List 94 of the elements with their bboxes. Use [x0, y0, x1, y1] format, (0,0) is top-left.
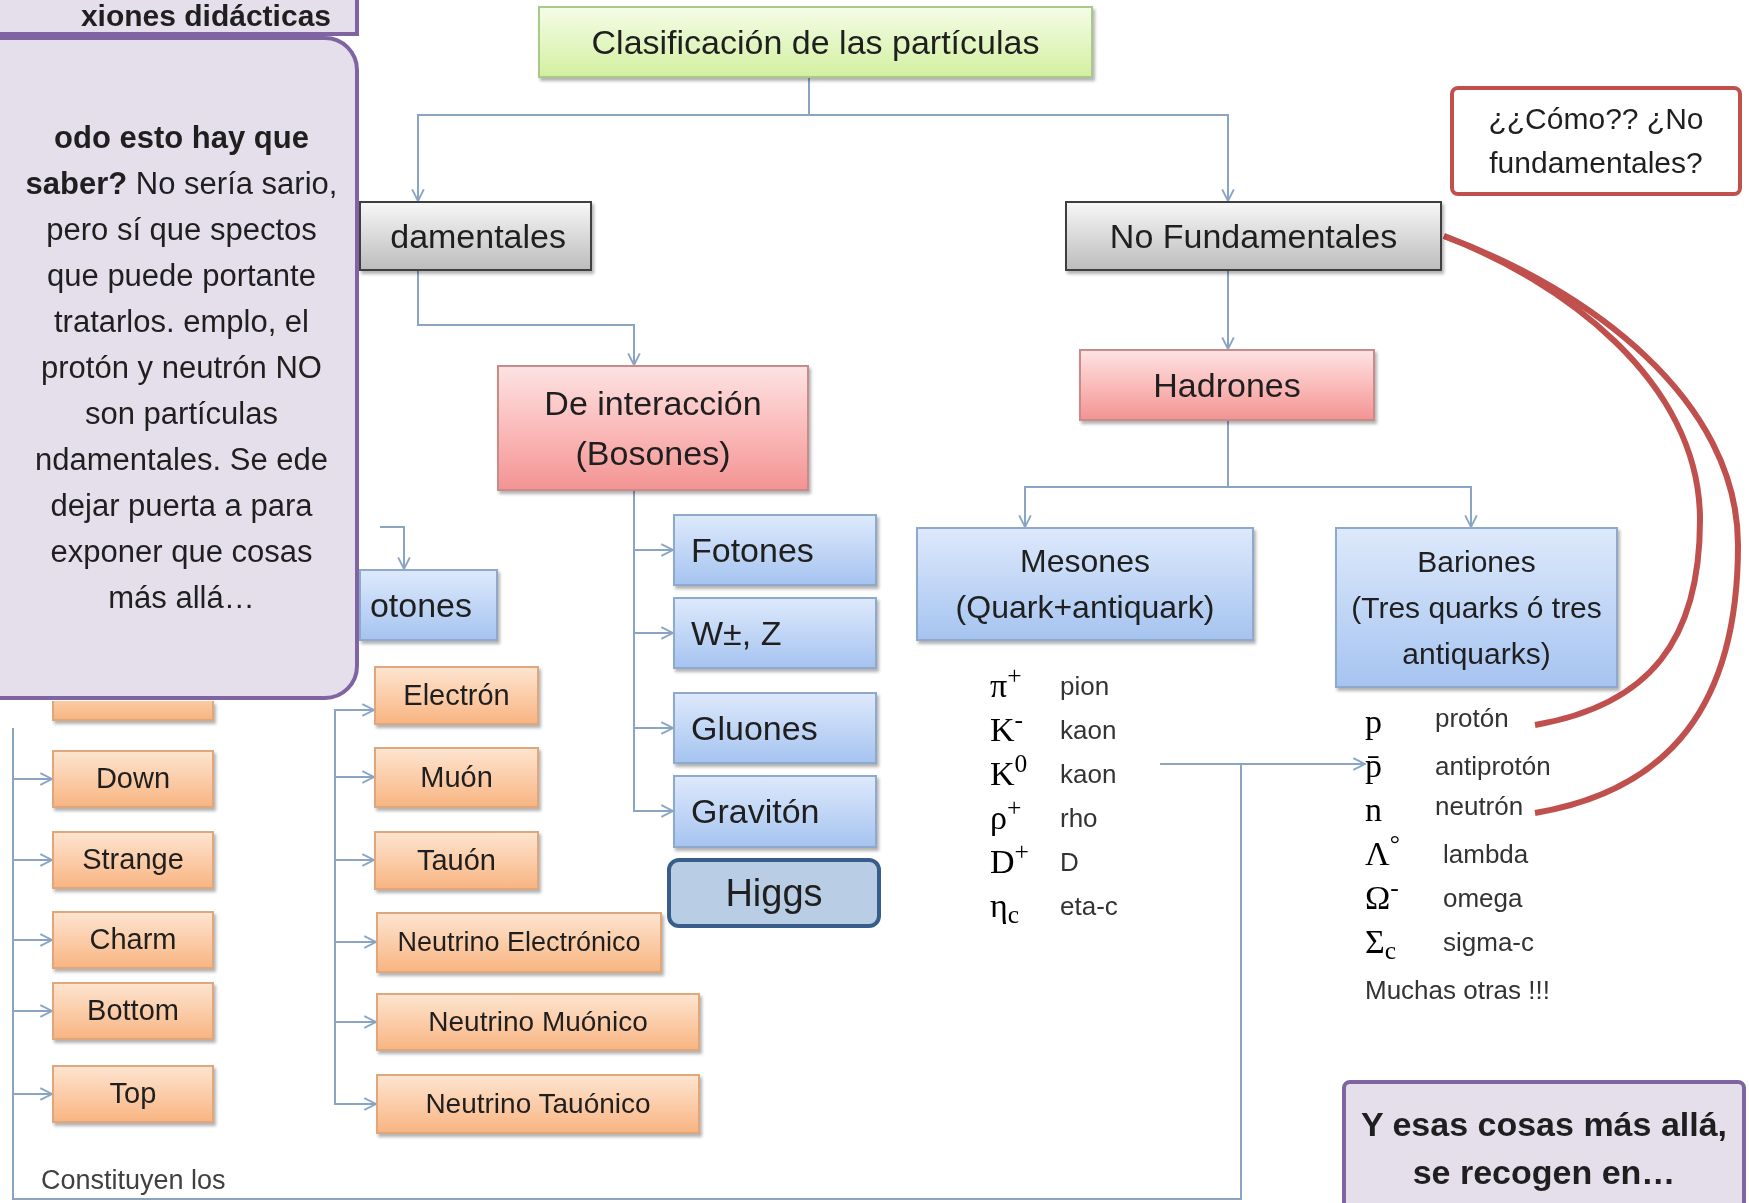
- box-label: (Quark+antiquark): [955, 588, 1215, 627]
- particle-box: [376, 993, 700, 1051]
- connector-arrow: [633, 490, 674, 818]
- callout-box: [1450, 86, 1742, 196]
- box-label: Hadrones: [1153, 364, 1301, 406]
- particle-name: pion: [1060, 673, 1110, 699]
- box-label: Gravitón: [691, 791, 820, 832]
- particle-name: eta-c: [1060, 893, 1118, 919]
- note-heading-box: [0, 0, 359, 36]
- box-label: Neutrino Muónico: [428, 1005, 648, 1039]
- box-label: Bariones: [1417, 543, 1536, 580]
- connector-arrow: [1227, 420, 1478, 528]
- connector-arrow: [417, 270, 641, 366]
- particle-box: [52, 831, 214, 889]
- particle-box: [52, 1065, 214, 1123]
- particle-name: antiprotón: [1435, 753, 1551, 779]
- particle-symbol: Σ$_{c}$: [1365, 925, 1397, 959]
- particle-symbol: Λ$^{°}$: [1365, 837, 1400, 871]
- box-label: W±, Z: [691, 612, 782, 654]
- particle-symbol: ρ$^{+}$: [990, 801, 1022, 835]
- particle-symbol: K$^{-}$: [990, 713, 1024, 747]
- particle-name: kaon: [1060, 761, 1117, 787]
- box-label: Fotones: [691, 529, 814, 571]
- particle-name: Muchas otras !!!: [1365, 977, 1550, 1003]
- particle-box: [374, 666, 539, 725]
- note-box: [1342, 1080, 1746, 1203]
- box-label: Higgs: [725, 870, 823, 916]
- callout-text: ¿¿Cómo?? ¿No fundamentales?: [1487, 101, 1705, 181]
- particle-box: [52, 701, 214, 721]
- particle-name: rho: [1060, 805, 1098, 831]
- particle-symbol: D$^{+}$: [990, 845, 1029, 879]
- particle-box: [673, 514, 877, 586]
- connector-arrow: [379, 526, 411, 570]
- particle-symbol: n: [1365, 793, 1382, 827]
- category-box: [1335, 527, 1618, 688]
- particle-name: D: [1060, 849, 1079, 875]
- category-box: [497, 365, 809, 491]
- note-text: odo esto hay que saber? No sería sario, pero sí que spectos que puede portante tratarlos. emplo, el protón y neutrón NO son partículas ndamentales. Se ede dejar puerta a para exponer que cosas más allá…: [24, 119, 339, 617]
- note-text: xiones didácticas: [80, 1, 331, 31]
- particle-symbol: Ω$^{-}$: [1365, 881, 1399, 915]
- box-label: Strange: [82, 842, 184, 878]
- box-label: De interacción (Bosones): [543, 383, 763, 474]
- particle-box: [52, 750, 214, 808]
- note-label: Constituyen los: [41, 1164, 226, 1197]
- box-label: (Tres quarks ó tres antiquarks): [1350, 589, 1603, 672]
- box-label: Bottom: [87, 993, 179, 1029]
- particle-name: neutrón: [1435, 793, 1535, 833]
- box-label: Clasificación de las partículas: [591, 21, 1040, 63]
- title-box: [538, 6, 1093, 78]
- particle-symbol: π$^{+}$: [990, 669, 1022, 703]
- particle-box: [667, 858, 881, 928]
- connector-arrow: [1221, 270, 1235, 350]
- particle-name: omega: [1443, 885, 1523, 911]
- particle-box: [52, 911, 214, 969]
- box-label: No Fundamentales: [1109, 215, 1398, 257]
- box-label: Down: [95, 761, 171, 797]
- connector-arrow: [334, 727, 377, 1111]
- box-label: Electrón: [403, 677, 510, 713]
- category-box: [359, 569, 498, 641]
- category-box: [1079, 349, 1375, 421]
- particle-box: [376, 912, 662, 973]
- box-label: Charm: [89, 922, 177, 958]
- particle-box: [673, 775, 877, 848]
- particle-symbol: η$_{c}$: [990, 889, 1020, 923]
- box-label: Neutrino Electrónico: [397, 926, 641, 960]
- particle-symbol: K$^{0}$: [990, 757, 1028, 791]
- connector-arrow: [334, 703, 375, 729]
- hand-drawn-line: [1442, 233, 1741, 816]
- box-label: Muón: [420, 759, 493, 795]
- box-label: Top: [109, 1076, 157, 1112]
- box-label: Mesones: [1020, 542, 1150, 581]
- particle-box: [673, 692, 877, 764]
- note-box: [0, 36, 359, 700]
- particle-name: sigma-c: [1443, 929, 1534, 955]
- particle-name: kaon: [1060, 717, 1117, 743]
- particle-box: [673, 597, 877, 669]
- note-text: Y esas cosas más allá, se recogen en…: [1359, 1104, 1729, 1193]
- particle-box: [374, 831, 539, 890]
- box-label: damentales: [390, 215, 566, 257]
- particle-symbol: p: [1365, 705, 1382, 739]
- particle-box: [52, 982, 214, 1040]
- particle-name: lambda: [1443, 841, 1529, 867]
- particle-symbol: p̄: [1365, 749, 1382, 783]
- box-label: otones: [369, 584, 472, 626]
- box-label: Neutrino Tauónico: [425, 1087, 651, 1121]
- particle-box: [374, 747, 539, 808]
- connector-arrow: [12, 727, 1366, 1200]
- box-label: Tauón: [417, 842, 496, 878]
- category-box: [359, 201, 592, 271]
- particle-name: protón: [1435, 705, 1535, 745]
- category-box: [1065, 201, 1442, 271]
- category-box: [916, 527, 1254, 641]
- particle-box: [376, 1074, 700, 1134]
- box-label: Gluones: [691, 707, 818, 749]
